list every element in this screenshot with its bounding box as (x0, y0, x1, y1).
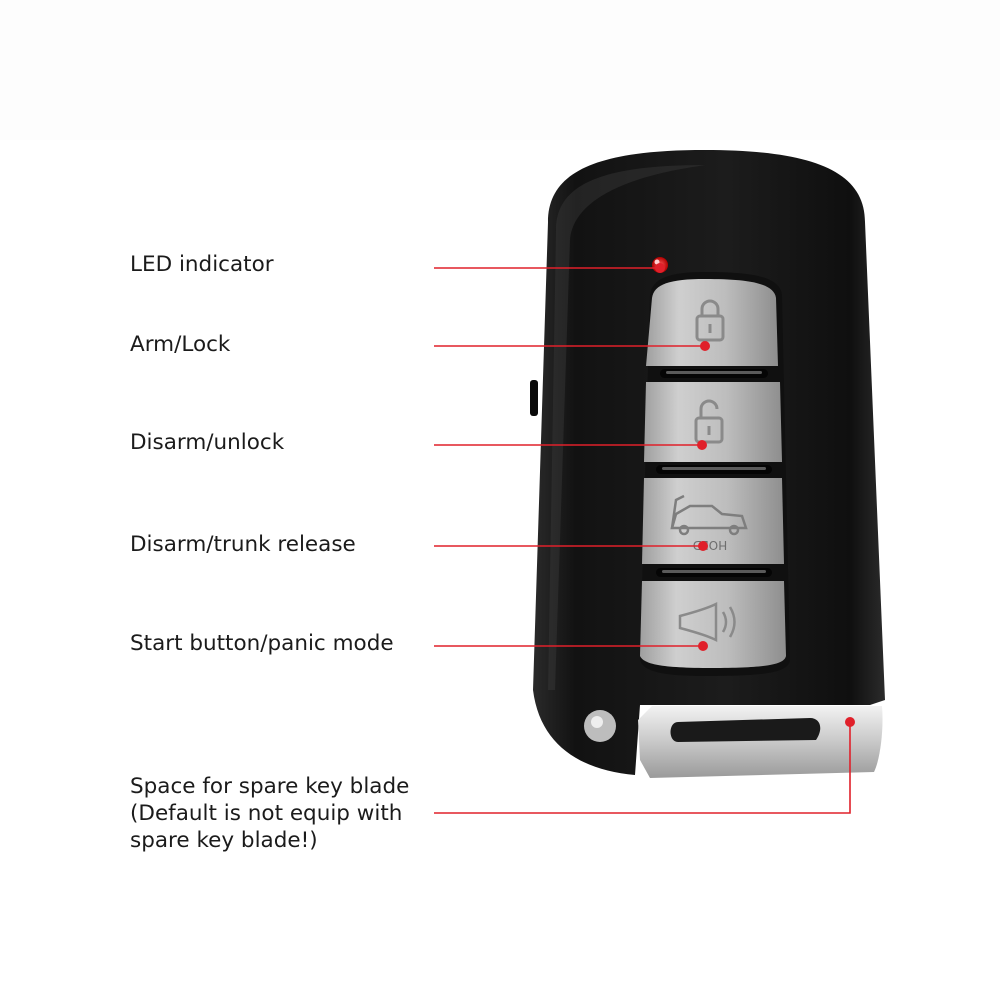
arm-lock-label: Arm/Lock (130, 332, 231, 357)
start-panic-button[interactable] (640, 581, 786, 668)
disarm-unlock-label: Disarm/unlock (130, 430, 285, 455)
lock-icon (695, 299, 725, 342)
disarm-trunk-label: Disarm/trunk release (130, 532, 356, 557)
divider-highlight (662, 467, 766, 470)
spare-key-blade-label: Space for spare key blade (Default is no… (130, 774, 410, 853)
disarm-unlock-button[interactable] (644, 382, 782, 462)
led-indicator-label: LED indicator (130, 252, 274, 277)
callout-lines (434, 267, 851, 814)
callout-dots (655, 263, 855, 727)
unlock-icon (694, 399, 724, 444)
divider-highlight (666, 371, 762, 374)
horn-icon (678, 601, 736, 643)
blade-slot-opening (670, 718, 821, 742)
arm-lock-button[interactable] (646, 279, 778, 366)
led-glint (654, 259, 660, 265)
spare-key-blade-slot (638, 706, 883, 778)
side-notch (530, 380, 538, 416)
background-band (0, 0, 1000, 140)
body-highlight (548, 165, 705, 690)
start-panic-label: Start button/panic mode (130, 631, 394, 656)
car-trunk-icon (670, 494, 748, 536)
divider-highlight (662, 570, 766, 573)
hold-label: HOLD (693, 538, 727, 552)
keyring-hole-glint (591, 716, 603, 728)
